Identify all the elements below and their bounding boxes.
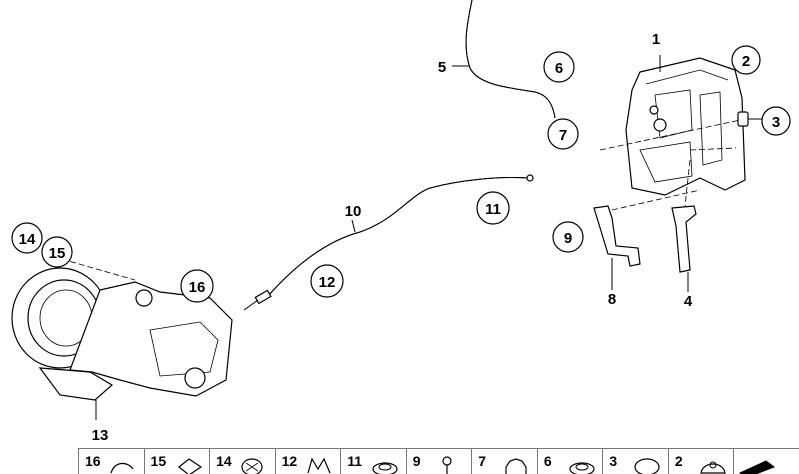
push-rivet-icon [505,458,527,474]
parts-cell-label: 16 [85,453,101,469]
callout-12: 12 [310,264,344,298]
label-5: 5 [438,59,446,76]
pin-icon [442,456,452,474]
diamond-clip-icon [177,458,202,474]
callout-11: 11 [476,191,510,225]
parts-cell-label: 15 [150,453,167,469]
svg-text:16: 16 [189,279,206,296]
grommet-icon [372,462,398,474]
part-1-lock-housing [625,55,746,196]
label-1: 1 [652,31,660,48]
parts-cell: 14 [209,449,275,474]
label-13: 13 [92,427,109,444]
parts-cell: 12 [274,449,341,474]
parts-cell: 2 [667,449,734,474]
part-4-latch [671,159,697,292]
callout-6: 6 [543,51,575,83]
callout-7: 7 [547,118,579,150]
parts-cell: 7 [471,449,537,474]
parts-strip: 16 15 14 12 11 9 7 6 3 2 [78,448,799,474]
svg-text:11: 11 [485,201,501,218]
parts-cell: 6 [536,449,603,474]
callout-14: 14 [11,222,43,254]
parts-cell: 9 [405,449,472,474]
part-5-cable [452,0,556,119]
svg-text:7: 7 [559,127,567,144]
label-10: 10 [345,203,362,220]
parts-cell-label: 6 [543,453,552,469]
svg-text:3: 3 [772,114,780,131]
parts-cell-label: 7 [478,453,487,469]
parts-cell: 3 [602,449,668,474]
grommet-icon [569,462,595,474]
parts-cell-label: 9 [412,453,421,469]
svg-text:12: 12 [319,274,336,291]
part-13-filler-housing [11,253,233,420]
label-8: 8 [608,291,616,308]
parts-cell-label: 11 [347,453,362,469]
svg-text:14: 14 [19,231,36,248]
callout-2: 2 [731,45,761,75]
parts-cell-label: 2 [674,453,683,469]
svg-text:6: 6 [555,60,563,77]
bracket-clip-icon [307,457,331,474]
callout-15: 15 [41,236,73,268]
dome-plug-icon [700,461,726,474]
callout-3: 3 [761,106,791,136]
callout-9: 9 [552,221,584,253]
parts-cell-label: 3 [609,453,618,469]
callout-16: 16 [180,269,214,303]
parts-cell: 16 [78,449,144,474]
svg-text:15: 15 [49,245,66,262]
clip-icon [110,462,134,474]
round-plug-icon [634,458,660,474]
part-8-bracket [593,189,701,290]
part-3-screw [599,111,764,151]
parts-cell-label: 14 [216,453,232,469]
wedge-icon [739,460,776,474]
svg-text:9: 9 [564,230,572,247]
round-cap-icon [241,458,263,474]
svg-text:2: 2 [742,53,750,70]
parts-cell-label: 12 [281,453,298,469]
parts-cell: 15 [143,449,210,474]
part-10-cable [243,174,534,311]
parts-cell [733,449,799,474]
parts-cell: 11 [340,449,406,474]
label-4: 4 [684,293,693,310]
